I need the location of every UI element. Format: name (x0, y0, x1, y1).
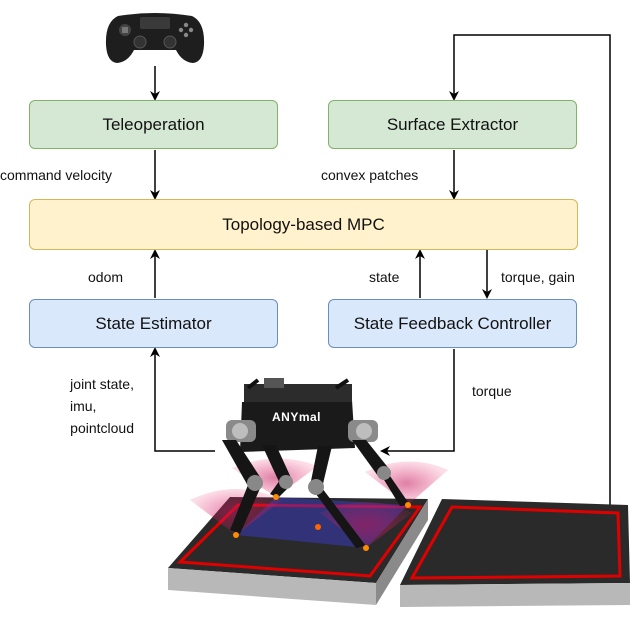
state-label: state (369, 269, 400, 285)
odom-label: odom (88, 269, 124, 285)
teleoperation-label: Teleoperation (102, 114, 205, 134)
state-estimator-node: State Estimator (29, 299, 278, 348)
feedback-controller-label: State Feedback Controller (353, 313, 552, 333)
robot-anymal (222, 378, 411, 551)
teleoperation-node: Teleoperation (29, 100, 278, 149)
state-estimator-label: State Estimator (95, 313, 212, 333)
robot-logo-text: ANYmal (272, 410, 322, 424)
torque-label: torque (472, 383, 512, 399)
sensor-labels: joint state, imu, pointcloud (50, 373, 134, 439)
joint-state-label: joint state, (70, 376, 134, 392)
convex-patches-label: convex patches (321, 167, 419, 183)
mpc-node: Topology-based MPC (29, 199, 578, 250)
feedback-controller-node: State Feedback Controller (328, 299, 577, 348)
gamepad-icon (105, 13, 205, 63)
command-velocity-label: command velocity (0, 167, 113, 183)
surface-extractor-label: Surface Extractor (386, 114, 519, 134)
arrow-controller-to-robot (380, 349, 455, 456)
imu-label: imu, (70, 398, 97, 414)
arrow-terrain-to-surface (449, 34, 611, 508)
arrow-robot-to-estimator (150, 347, 215, 452)
surface-extractor-node: Surface Extractor (328, 100, 577, 149)
terrain-block-right (400, 499, 630, 607)
pointcloud-label: pointcloud (70, 420, 134, 436)
torque-gain-label: torque, gain (501, 269, 575, 285)
mpc-label: Topology-based MPC (222, 214, 385, 234)
